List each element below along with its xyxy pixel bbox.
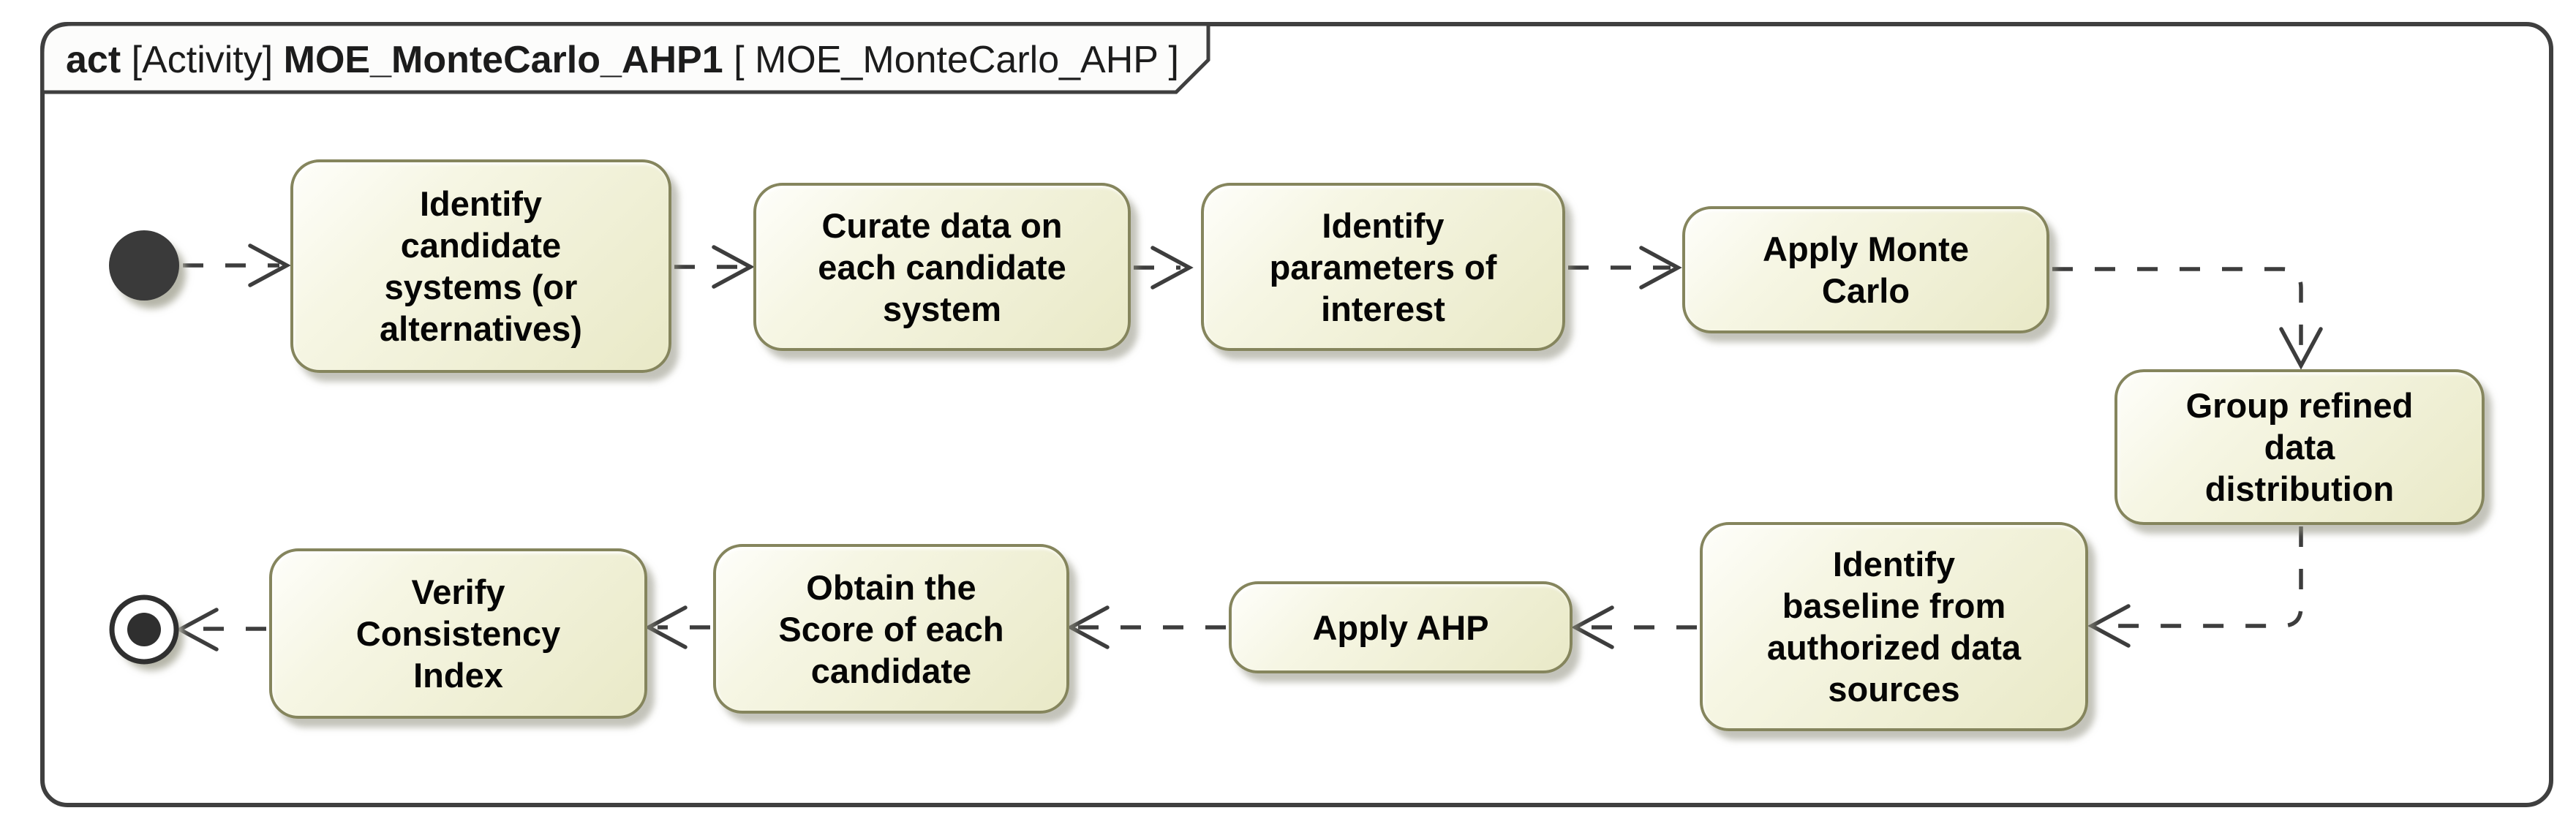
- activity-final-node[interactable]: [109, 594, 184, 670]
- final-node-dot-icon: [127, 613, 161, 646]
- action-label: Curate data on each candidate system: [818, 205, 1066, 328]
- title-type: [Activity]: [132, 39, 274, 81]
- edge-identify-parameters-to-apply-monte-carlo[interactable]: [1568, 246, 1682, 290]
- title-kind: act: [66, 39, 121, 81]
- edge-curate-data-to-identify-parameters[interactable]: [1134, 246, 1194, 290]
- edge-apply-monte-carlo-to-group-refined[interactable]: [2052, 267, 2323, 370]
- title-frame-name: [ MOE_MonteCarlo_AHP ]: [734, 39, 1179, 81]
- action-node-apply-monte-carlo[interactable]: Apply Monte Carlo: [1682, 206, 2049, 333]
- arrowhead-icon: [2087, 604, 2131, 648]
- arrowhead-icon: [712, 245, 755, 289]
- action-node-identify-candidate-systems[interactable]: Identify candidate systems (or alternati…: [290, 159, 671, 373]
- edge-line: [2052, 267, 2303, 360]
- initial-node[interactable]: [109, 230, 179, 301]
- arrowhead-icon: [2279, 327, 2323, 370]
- edge-identify-candidates-to-curate-data[interactable]: [674, 245, 755, 289]
- action-label: Obtain the Score of each candidate: [778, 567, 1004, 690]
- arrowhead-icon: [1066, 605, 1110, 649]
- action-node-verify-consistency-index[interactable]: Verify Consistency Index: [269, 548, 647, 719]
- title-diagram-name: MOE_MonteCarlo_AHP1: [284, 39, 723, 81]
- edge-group-refined-to-identify-baseline[interactable]: [2087, 526, 2303, 648]
- arrowhead-icon: [248, 243, 291, 287]
- action-label: Identify baseline from authorized data s…: [1766, 545, 2022, 709]
- action-node-group-refined-data-distribution[interactable]: Group refined data distribution: [2114, 369, 2485, 525]
- edge-obtain-score-to-verify-consistency[interactable]: [644, 605, 710, 649]
- action-node-apply-ahp[interactable]: Apply AHP: [1229, 581, 1573, 673]
- arrowhead-icon: [1571, 605, 1614, 649]
- edge-initial-to-identify-candidates[interactable]: [183, 243, 291, 287]
- action-node-identify-baseline[interactable]: Identify baseline from authorized data s…: [1700, 522, 2088, 731]
- action-label: Group refined data distribution: [2185, 386, 2414, 508]
- diagram-title: act [Activity] MOE_MonteCarlo_AHP1 [ MOE…: [66, 39, 1179, 81]
- action-label: Identify parameters of interest: [1269, 205, 1497, 328]
- arrowhead-icon: [1639, 246, 1682, 290]
- action-label: Apply AHP: [1312, 608, 1489, 647]
- action-node-obtain-score[interactable]: Obtain the Score of each candidate: [713, 544, 1069, 714]
- edge-identify-baseline-to-apply-ahp[interactable]: [1571, 605, 1697, 649]
- action-node-identify-parameters[interactable]: Identify parameters of interest: [1201, 183, 1565, 351]
- edge-line: [2098, 526, 2303, 628]
- diagram-title-tab: [40, 22, 1210, 94]
- arrowhead-icon: [644, 605, 688, 649]
- action-label: Identify candidate systems (or alternati…: [380, 184, 582, 348]
- action-node-curate-data[interactable]: Curate data on each candidate system: [753, 183, 1131, 351]
- action-label: Apply Monte Carlo: [1763, 230, 1969, 310]
- edge-apply-ahp-to-obtain-score[interactable]: [1066, 605, 1226, 649]
- action-label: Verify Consistency Index: [355, 573, 561, 695]
- arrowhead-icon: [1150, 246, 1194, 290]
